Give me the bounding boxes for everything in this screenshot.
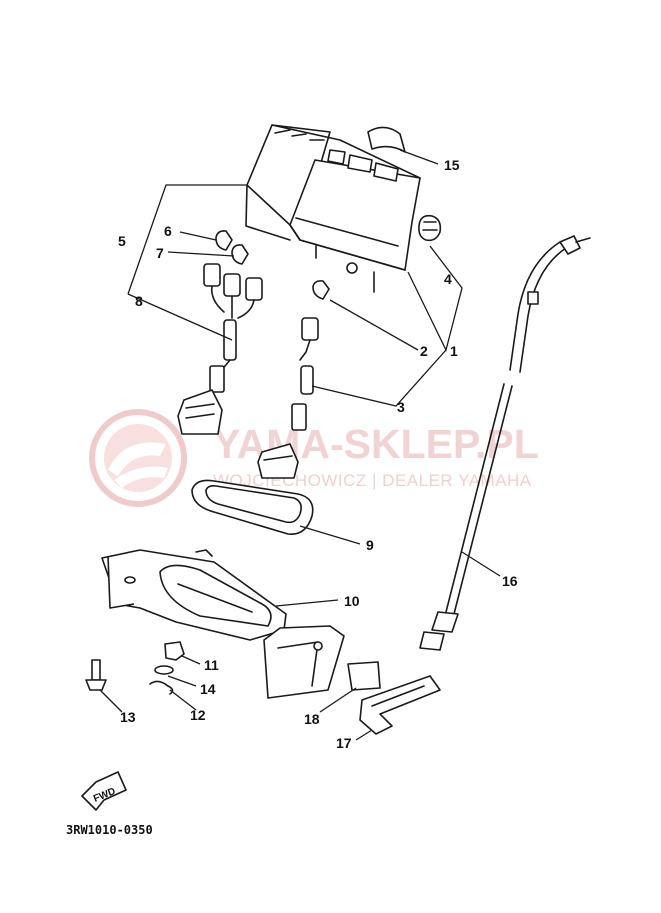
callout-16: 16 — [502, 573, 518, 589]
callout-1: 1 — [450, 343, 458, 359]
indicator-bulbs — [215, 230, 330, 300]
callout-18: 18 — [304, 711, 320, 727]
bulb-socket-harness — [257, 317, 319, 479]
callout-2: 2 — [420, 343, 428, 359]
callout-15: 15 — [444, 157, 460, 173]
leader-lines — [99, 149, 501, 741]
callout-8: 8 — [135, 293, 143, 309]
meter-bracket — [101, 549, 345, 699]
fwd-arrow-icon: FWD — [81, 771, 127, 811]
callout-5: 5 — [118, 233, 126, 249]
diagram-code: 3RW1010-0350 — [66, 823, 153, 837]
callout-11: 11 — [204, 657, 219, 673]
callout-3: 3 — [397, 399, 405, 415]
callout-9: 9 — [366, 537, 374, 553]
cable-clamp — [359, 675, 441, 735]
socket-harness — [177, 263, 263, 435]
callout-6: 6 — [164, 223, 172, 239]
callout-14: 14 — [200, 681, 216, 697]
watermark-logo-icon — [89, 409, 187, 507]
watermark: YAMA-SKLEP.PL WOJCIECHOWICZ | DEALER YAM… — [89, 409, 539, 507]
callout-4: 4 — [444, 271, 452, 287]
cover-part — [367, 126, 406, 153]
plate-part — [347, 661, 381, 691]
callout-17: 17 — [336, 735, 352, 751]
callout-labels: 1 2 3 4 5 6 7 8 9 10 11 12 13 14 15 16 1… — [118, 157, 518, 751]
callout-10: 10 — [344, 593, 360, 609]
callout-7: 7 — [156, 245, 164, 261]
callout-13: 13 — [120, 709, 136, 725]
speedometer-assembly — [245, 124, 442, 293]
callout-12: 12 — [190, 707, 206, 723]
gasket-part — [191, 479, 314, 535]
meter-cable — [419, 235, 591, 651]
fasteners — [85, 641, 185, 695]
